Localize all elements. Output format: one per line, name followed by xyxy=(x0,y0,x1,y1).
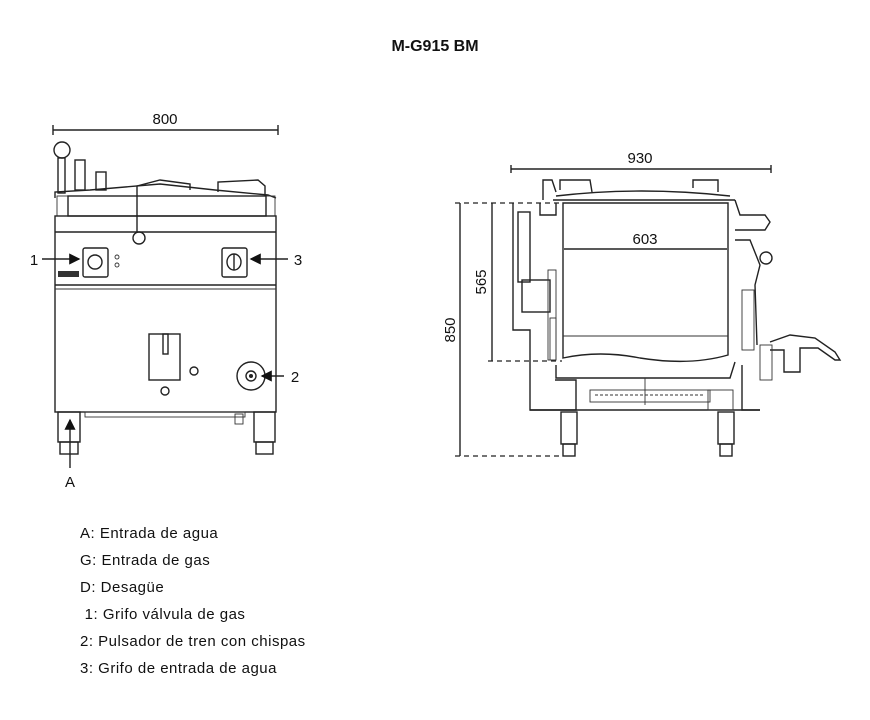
callout-3: 3 xyxy=(294,252,302,269)
legend-item-drain: D: Desagüe xyxy=(80,579,165,596)
depth-dimension: 930 xyxy=(510,150,772,173)
side-view: 930 850 565 603 xyxy=(442,150,842,457)
kettle-height-dimension: 565 xyxy=(473,203,562,362)
kettle xyxy=(562,202,729,363)
width-dimension: 800 xyxy=(52,111,279,135)
legend-item-water-inlet: A: Entrada de agua xyxy=(80,525,219,542)
callout-A: A xyxy=(65,474,75,491)
legend: A: Entrada de agua G: Entrada de gas D: … xyxy=(80,524,306,686)
gas-valve-knob xyxy=(82,247,109,278)
height-dim-label: 850 xyxy=(442,317,459,342)
depth-dim-label: 930 xyxy=(627,150,652,167)
water-inlet-knob xyxy=(221,247,248,278)
kettle-width-dim-label: 603 xyxy=(632,231,657,248)
front-view: 800 xyxy=(30,111,302,491)
legend-item-spark-igniter: 2: Pulsador de tren con chispas xyxy=(80,633,306,650)
legend-item-water-tap: 3: Grifo de entrada de agua xyxy=(80,660,277,677)
kettle-height-dim-label: 565 xyxy=(473,269,490,294)
tap-spout xyxy=(769,334,842,373)
height-dimension: 850 xyxy=(442,202,562,457)
drain-handle xyxy=(148,333,181,381)
legend-item-gas-valve: 1: Grifo válvula de gas xyxy=(80,606,246,623)
drawing-title: M-G915 BM xyxy=(391,38,479,55)
width-dim-label: 800 xyxy=(152,111,177,128)
callout-1: 1 xyxy=(30,252,38,269)
callout-2: 2 xyxy=(291,369,299,386)
legend-item-gas-inlet: G: Entrada de gas xyxy=(80,552,211,569)
